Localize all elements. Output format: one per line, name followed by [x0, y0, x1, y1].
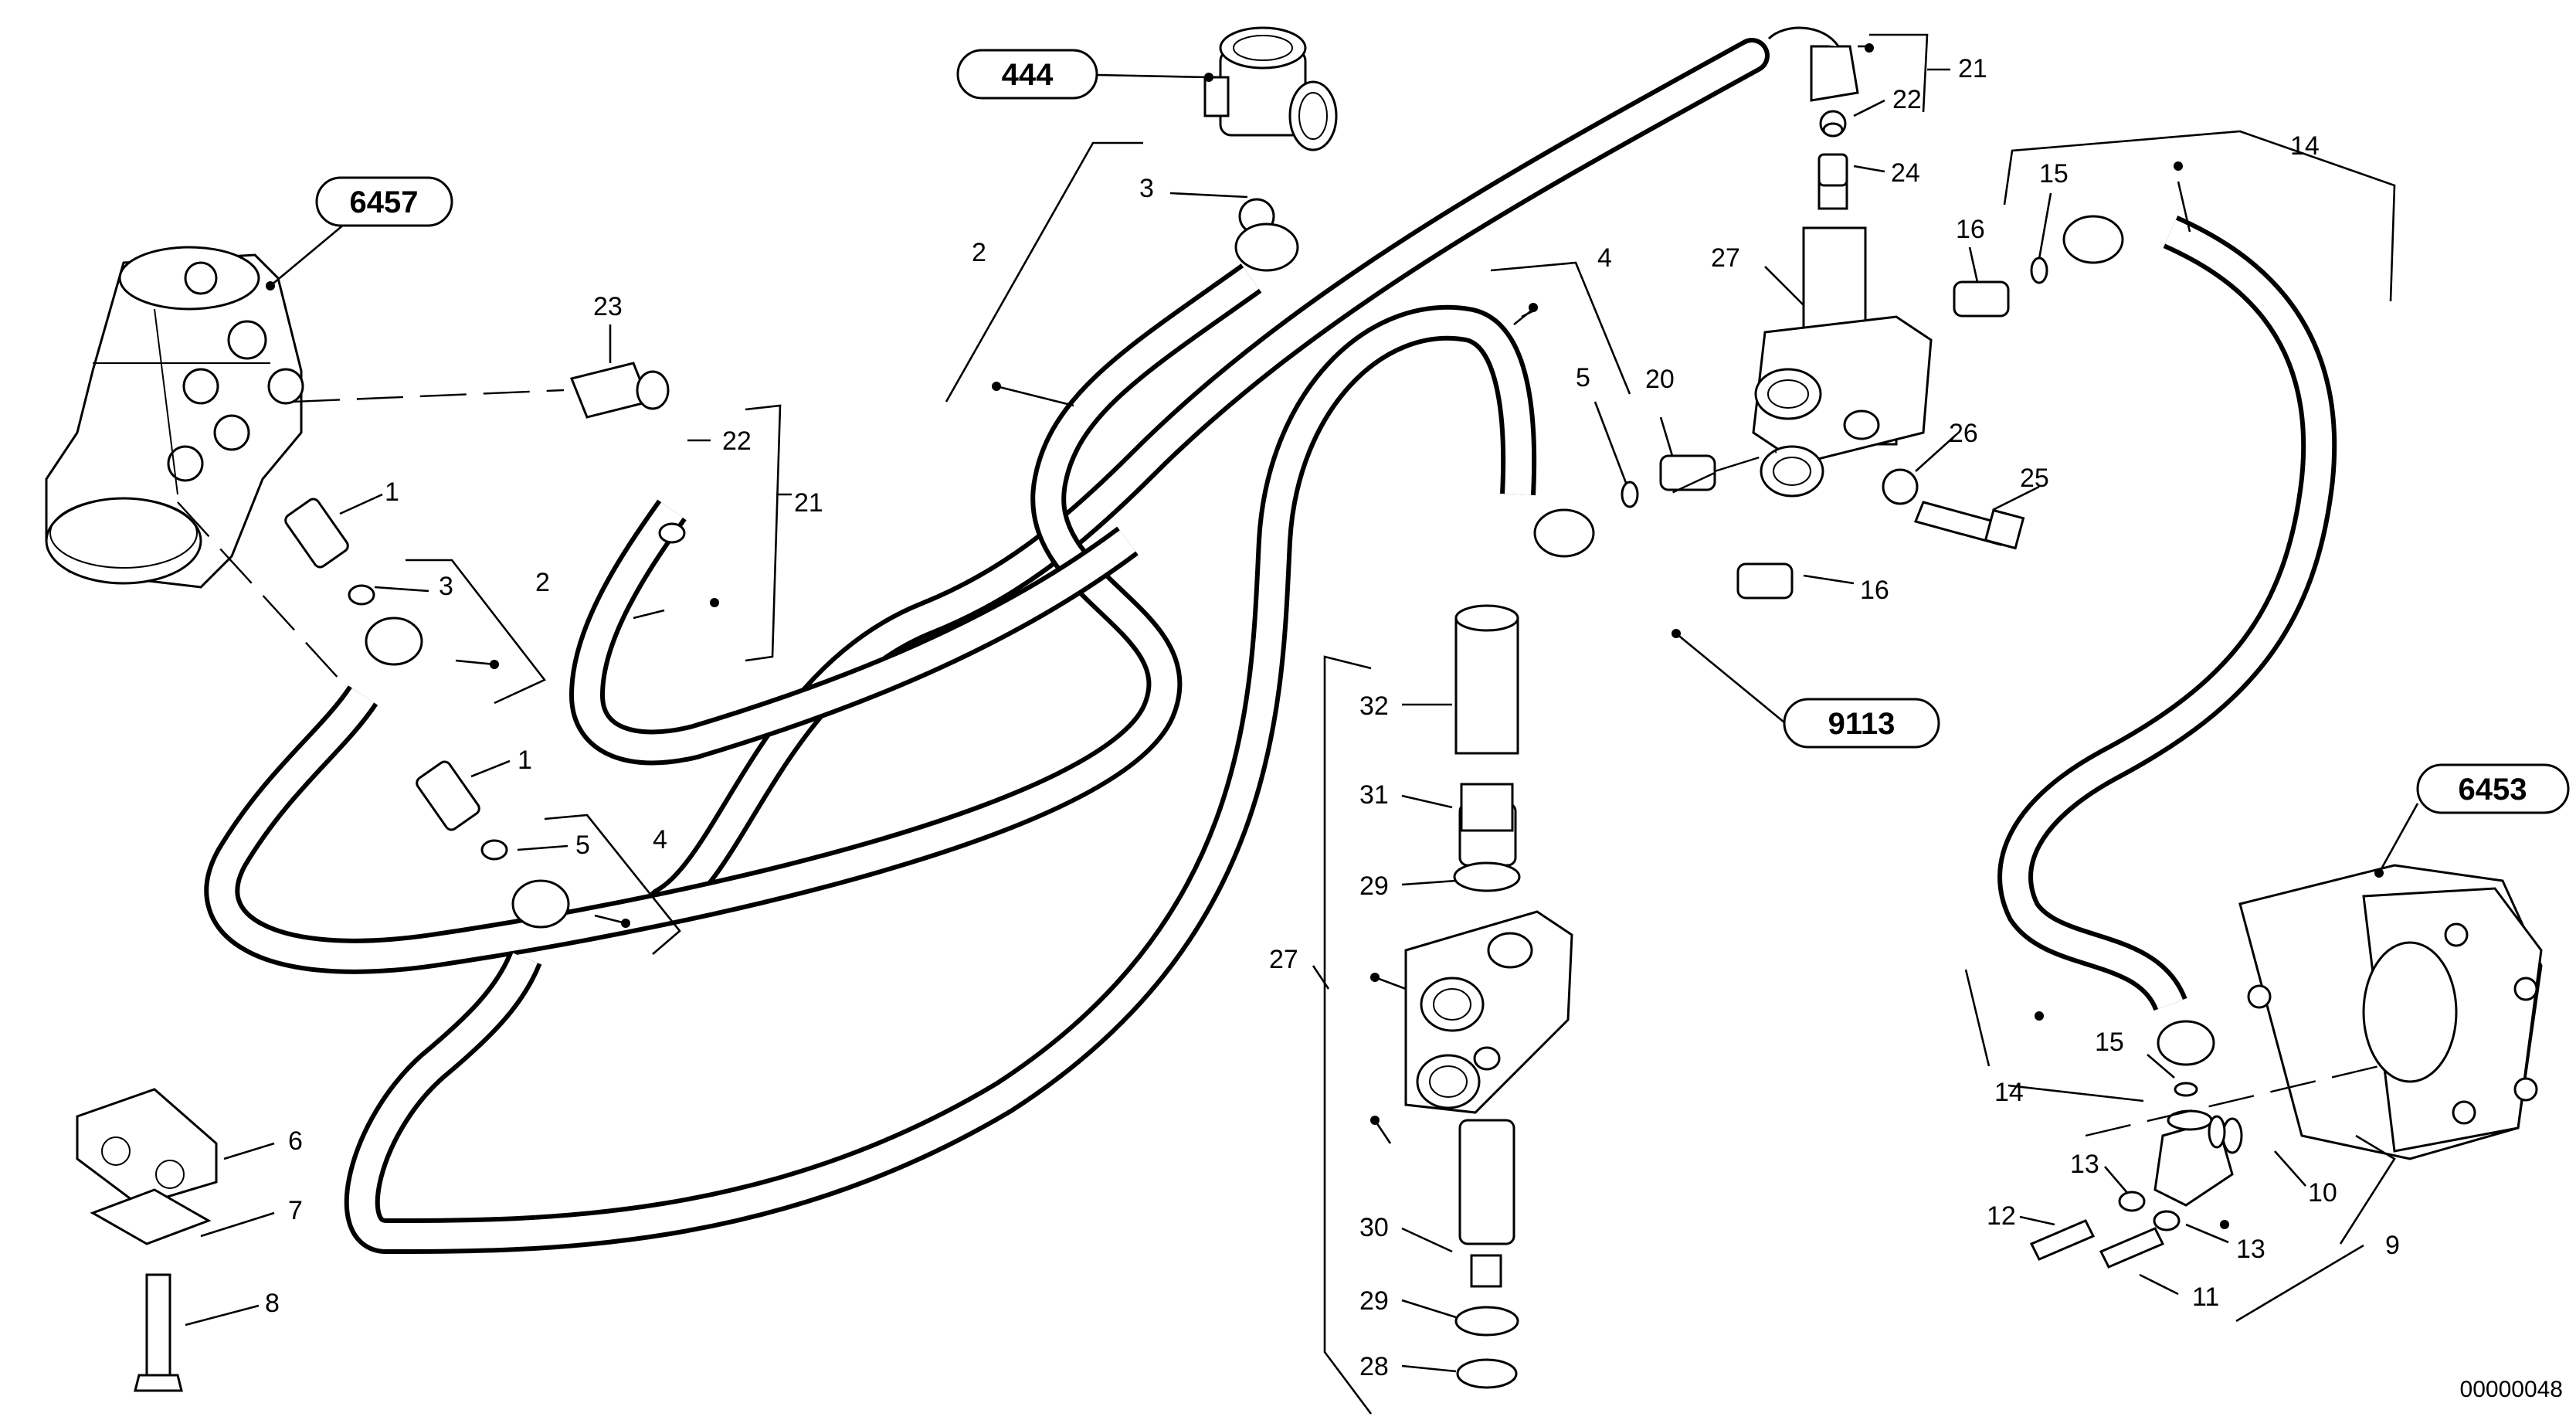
alignment-lines — [177, 389, 2380, 1137]
callout-27: 27 — [1711, 243, 1740, 273]
callout-21: 21 — [794, 488, 823, 518]
svg-text:9113: 9113 — [1828, 707, 1896, 741]
callout-12: 12 — [1987, 1201, 2016, 1231]
hose-4 — [344, 304, 1537, 1255]
callout-32: 32 — [1359, 691, 1389, 721]
callout-5: 5 — [575, 831, 590, 860]
callout-14: 14 — [1994, 1078, 2024, 1107]
callout-7: 7 — [288, 1196, 303, 1225]
callout-9: 9 — [2385, 1231, 2400, 1260]
drawing-number: 00000048 — [2460, 1377, 2563, 1402]
callout-22: 22 — [722, 426, 752, 456]
callout-13: 13 — [2070, 1150, 2099, 1179]
leader-lines — [185, 33, 2419, 1415]
ref-label-444: 444 — [956, 49, 1098, 100]
pump-flange-fitting — [2153, 1109, 2243, 1207]
callout-4: 4 — [1597, 243, 1612, 273]
callout-16: 16 — [1956, 215, 1985, 244]
valve-block-exploded-27 — [1404, 604, 1573, 1389]
hoses — [204, 38, 2337, 1255]
callout-8: 8 — [265, 1289, 280, 1318]
svg-text:444: 444 — [1002, 58, 1054, 92]
callout-29: 29 — [1359, 1286, 1389, 1316]
callout-15: 15 — [2095, 1028, 2124, 1057]
callout-29: 29 — [1359, 871, 1389, 901]
banjo-fitting-21 — [1767, 26, 1859, 102]
callout-4: 4 — [653, 825, 667, 854]
ref-label-6453: 6453 — [2416, 763, 2570, 814]
tee-fitting-444 — [1203, 26, 1338, 235]
callout-22: 22 — [1892, 85, 1922, 114]
callout-3: 3 — [1139, 174, 1154, 203]
svg-text:6453: 6453 — [2459, 773, 2527, 807]
callout-28: 28 — [1359, 1352, 1389, 1381]
callout-16: 16 — [1860, 576, 1889, 605]
callout-30: 30 — [1359, 1213, 1389, 1242]
callout-10: 10 — [2308, 1178, 2337, 1208]
callout-27: 27 — [1269, 945, 1298, 974]
callout-2: 2 — [535, 568, 550, 597]
gear-pump-6453 — [2238, 864, 2543, 1160]
callout-20: 20 — [1645, 365, 1675, 394]
callout-24: 24 — [1891, 158, 1920, 188]
callout-26: 26 — [1949, 419, 1978, 448]
ref-label-6457: 6457 — [315, 176, 453, 227]
callout-31: 31 — [1359, 780, 1389, 810]
small-fittings — [76, 122, 2226, 1392]
callout-6: 6 — [288, 1126, 303, 1156]
callout-numbers: 1 1 2 2 3 3 4 4 5 5 6 7 8 9 10 11 12 13 … — [265, 54, 2400, 1381]
hose-long-top — [647, 38, 1770, 922]
callout-5: 5 — [1576, 363, 1590, 392]
reference-labels: 6457 444 9113 6453 — [315, 49, 2570, 814]
callout-1: 1 — [385, 477, 399, 507]
callout-14: 14 — [2290, 131, 2320, 161]
callout-3: 3 — [439, 572, 453, 601]
callout-15: 15 — [2039, 159, 2069, 189]
callout-11: 11 — [2192, 1282, 2219, 1312]
callout-21: 21 — [1958, 54, 1987, 83]
callout-23: 23 — [593, 292, 623, 321]
steering-unit-6457 — [45, 246, 304, 589]
callout-2: 2 — [972, 238, 986, 267]
callout-1: 1 — [518, 746, 532, 775]
ref-label-9113: 9113 — [1783, 698, 1940, 749]
callout-25: 25 — [2020, 464, 2049, 493]
valve-block-top-27 — [1752, 110, 1933, 498]
svg-text:6457: 6457 — [350, 185, 419, 219]
callout-13: 13 — [2236, 1235, 2265, 1264]
dot-markers — [266, 43, 2384, 1229]
